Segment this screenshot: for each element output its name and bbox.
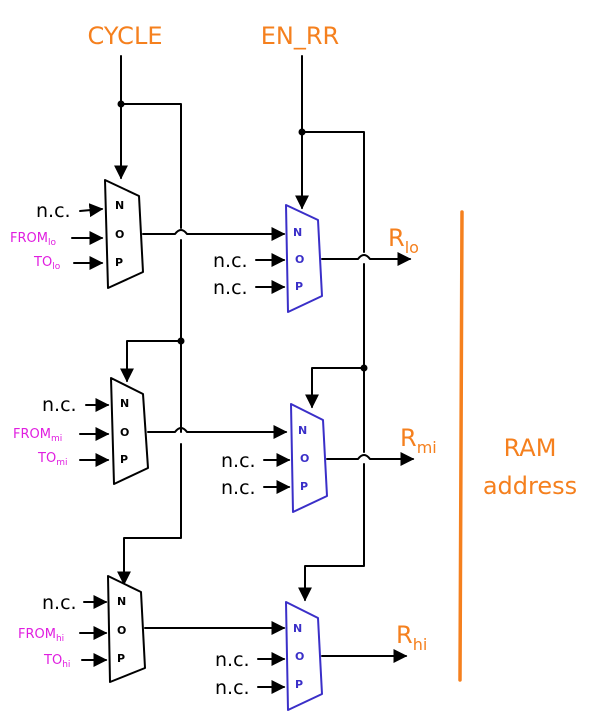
mux-input-o: O [117, 624, 126, 637]
mux-input-p: P [295, 280, 303, 293]
right-mi-nc2-label: n.c. [221, 477, 256, 499]
right-mux-input-wires [255, 253, 291, 694]
mux-left-mi: N O P [110, 377, 149, 485]
right-hi-nc2-label: n.c. [215, 677, 250, 699]
mux-input-p: P [300, 480, 308, 493]
mux-right-lo: N O P [285, 204, 323, 313]
right-lo-nc2-label: n.c. [213, 277, 248, 299]
cycle-signal-label: CYCLE [88, 22, 163, 50]
mux-input-p: P [117, 652, 125, 665]
left-mi-nc-label: n.c. [42, 394, 77, 416]
mux-input-n: N [115, 199, 124, 212]
from-lo-label: FROMlo [10, 231, 56, 248]
output-r-mi-label: Rmi [400, 424, 437, 457]
mux-input-o: O [300, 452, 309, 465]
mux-input-o: O [295, 650, 304, 663]
ram-label: RAM [504, 434, 557, 462]
mux-input-n: N [293, 226, 302, 239]
to-lo-label: TOlo [33, 255, 61, 272]
mux-input-p: P [295, 678, 303, 691]
output-r-lo-label: Rlo [388, 224, 419, 257]
mux-input-p: P [120, 453, 128, 466]
mux-input-o: O [295, 253, 304, 266]
right-hi-nc1-label: n.c. [215, 649, 250, 671]
mux-input-n: N [298, 424, 307, 437]
en-rr-signal-label: EN_RR [261, 22, 339, 50]
mux-input-o: O [115, 228, 124, 241]
left-mux-input-wires [71, 203, 110, 667]
en-rr-wire [295, 55, 368, 602]
mux-left-hi: N O P [107, 575, 146, 683]
mux-input-p: P [115, 256, 123, 269]
mux-right-mi: N O P [290, 403, 328, 513]
ram-address-bracket [458, 210, 464, 682]
mux-left-lo: N O P [104, 179, 144, 289]
mux-connections [142, 227, 415, 663]
address-label: address [483, 472, 577, 500]
mux-input-n: N [117, 595, 126, 608]
output-r-hi-label: Rhi [396, 621, 427, 654]
left-hi-nc-label: n.c. [42, 592, 77, 614]
mux-right-hi: N O P [285, 601, 323, 711]
mux-input-n: N [120, 397, 129, 410]
left-lo-nc-label: n.c. [36, 200, 71, 222]
cycle-wire [114, 55, 185, 586]
from-hi-label: FROMhi [18, 627, 64, 644]
mux-input-n: N [293, 622, 302, 635]
right-mi-nc1-label: n.c. [221, 450, 256, 472]
to-hi-label: TOhi [43, 653, 70, 670]
from-mi-label: FROMmi [13, 427, 62, 444]
right-lo-nc1-label: n.c. [213, 250, 248, 272]
mux-input-o: O [120, 426, 129, 439]
to-mi-label: TOmi [37, 451, 67, 468]
